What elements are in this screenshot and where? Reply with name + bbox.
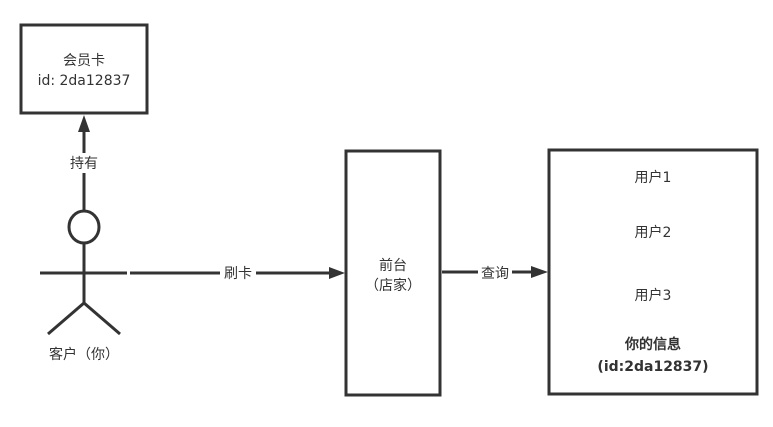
actor-legs <box>47 301 121 336</box>
user-item-1: 用户1 <box>635 169 672 186</box>
actor-head <box>67 209 101 245</box>
swipe-edge[interactable]: 刷卡 <box>130 263 345 283</box>
card-title: 会员卡 <box>63 53 105 69</box>
actor-label: 客户（你） <box>49 346 119 363</box>
swipe-label: 刷卡 <box>224 266 252 282</box>
your-info-id: (id:2da12837) <box>597 359 708 375</box>
user-item-2: 用户2 <box>635 224 672 241</box>
hold-arrowhead <box>78 115 90 132</box>
front-desk-subtitle: （店家） <box>365 277 421 294</box>
front-desk-title: 前台 <box>379 257 407 274</box>
actor-customer[interactable]: 客户（你） <box>40 209 127 363</box>
user-item-3: 用户3 <box>635 287 672 304</box>
card-id: id: 2da12837 <box>38 73 131 89</box>
hold-edge[interactable]: 持有 <box>66 115 102 211</box>
front-desk-box[interactable]: 前台 （店家） <box>344 149 442 397</box>
swipe-arrowhead <box>329 267 345 279</box>
query-arrowhead <box>531 266 548 278</box>
your-info-title: 你的信息 <box>624 336 681 353</box>
hold-label: 持有 <box>70 156 98 172</box>
query-label: 查询 <box>481 266 509 282</box>
query-edge[interactable]: 查询 <box>442 262 548 282</box>
user-database-box[interactable]: 用户1 用户2 用户3 你的信息 (id:2da12837) <box>547 148 759 396</box>
member-card-box[interactable]: 会员卡 id: 2da12837 <box>19 23 149 115</box>
